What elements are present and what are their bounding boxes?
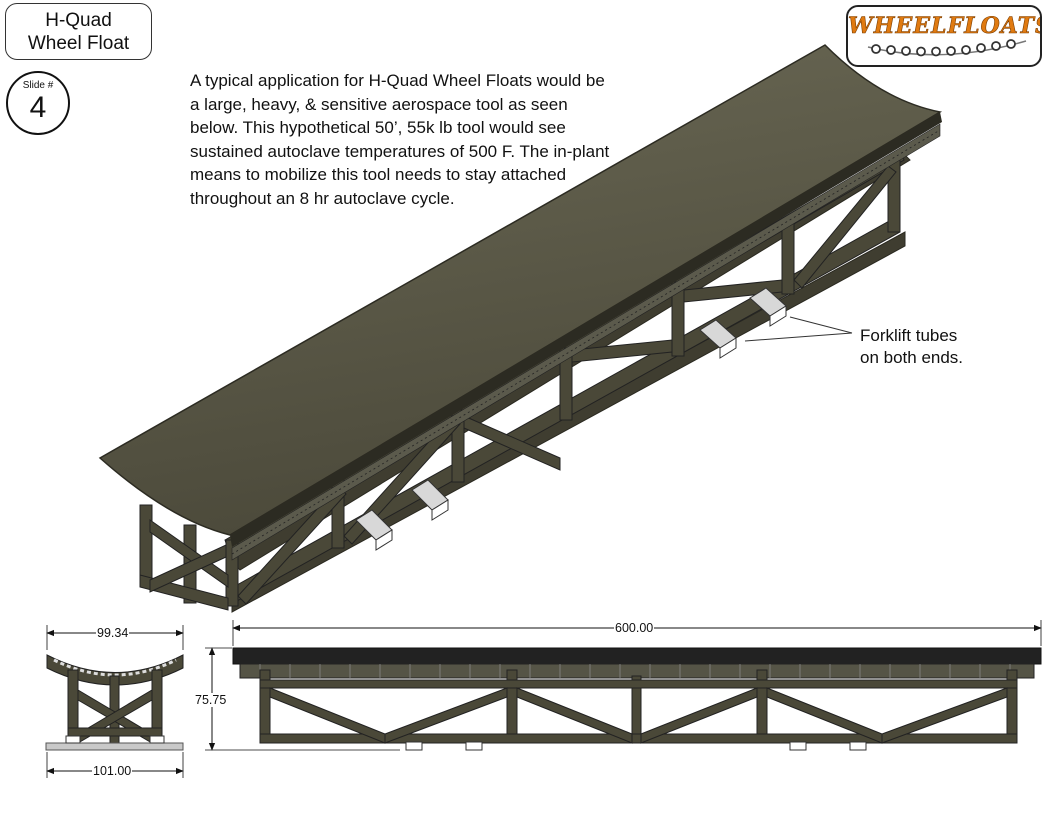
callout-leader-lower [744,332,853,342]
dim-end-top-width: 99.34 [96,626,130,640]
dim-end-bottom-width: 101.00 [92,764,133,778]
forklift-tube-left [355,479,449,551]
logo-wordmark: WHEELFLOATS [848,13,1042,40]
end-frame-left [139,504,229,611]
forklift-tubes-callout: Forklift tubes on both ends. [860,325,963,369]
rib-strip [231,123,941,561]
slide-title-line1: H-Quad [45,10,112,31]
forklift-tube-right [699,287,787,359]
slide-number: 4 [29,91,47,124]
slide-title-line2: Wheel Float [27,33,130,54]
slide-title-box: H-Quad Wheel Float [5,3,152,60]
end-view [45,625,184,778]
wheel-row-icon [867,39,1027,57]
skin-edge [230,112,942,547]
callout-leader-upper [789,316,853,334]
callout-line1: Forklift tubes [860,326,958,345]
wheelfloats-logo: WHEELFLOATS [846,5,1042,67]
dim-side-length: 600.00 [614,621,655,635]
side-view [205,620,1042,751]
intro-paragraph: A typical application for H-Quad Wheel F… [190,71,610,208]
slide-number-label: Slide # [22,80,54,91]
dim-height: 75.75 [194,693,228,707]
callout-line2: on both ends. [860,348,964,367]
isometric-view [98,44,943,613]
slide-number-badge: Slide # 4 [6,71,70,135]
